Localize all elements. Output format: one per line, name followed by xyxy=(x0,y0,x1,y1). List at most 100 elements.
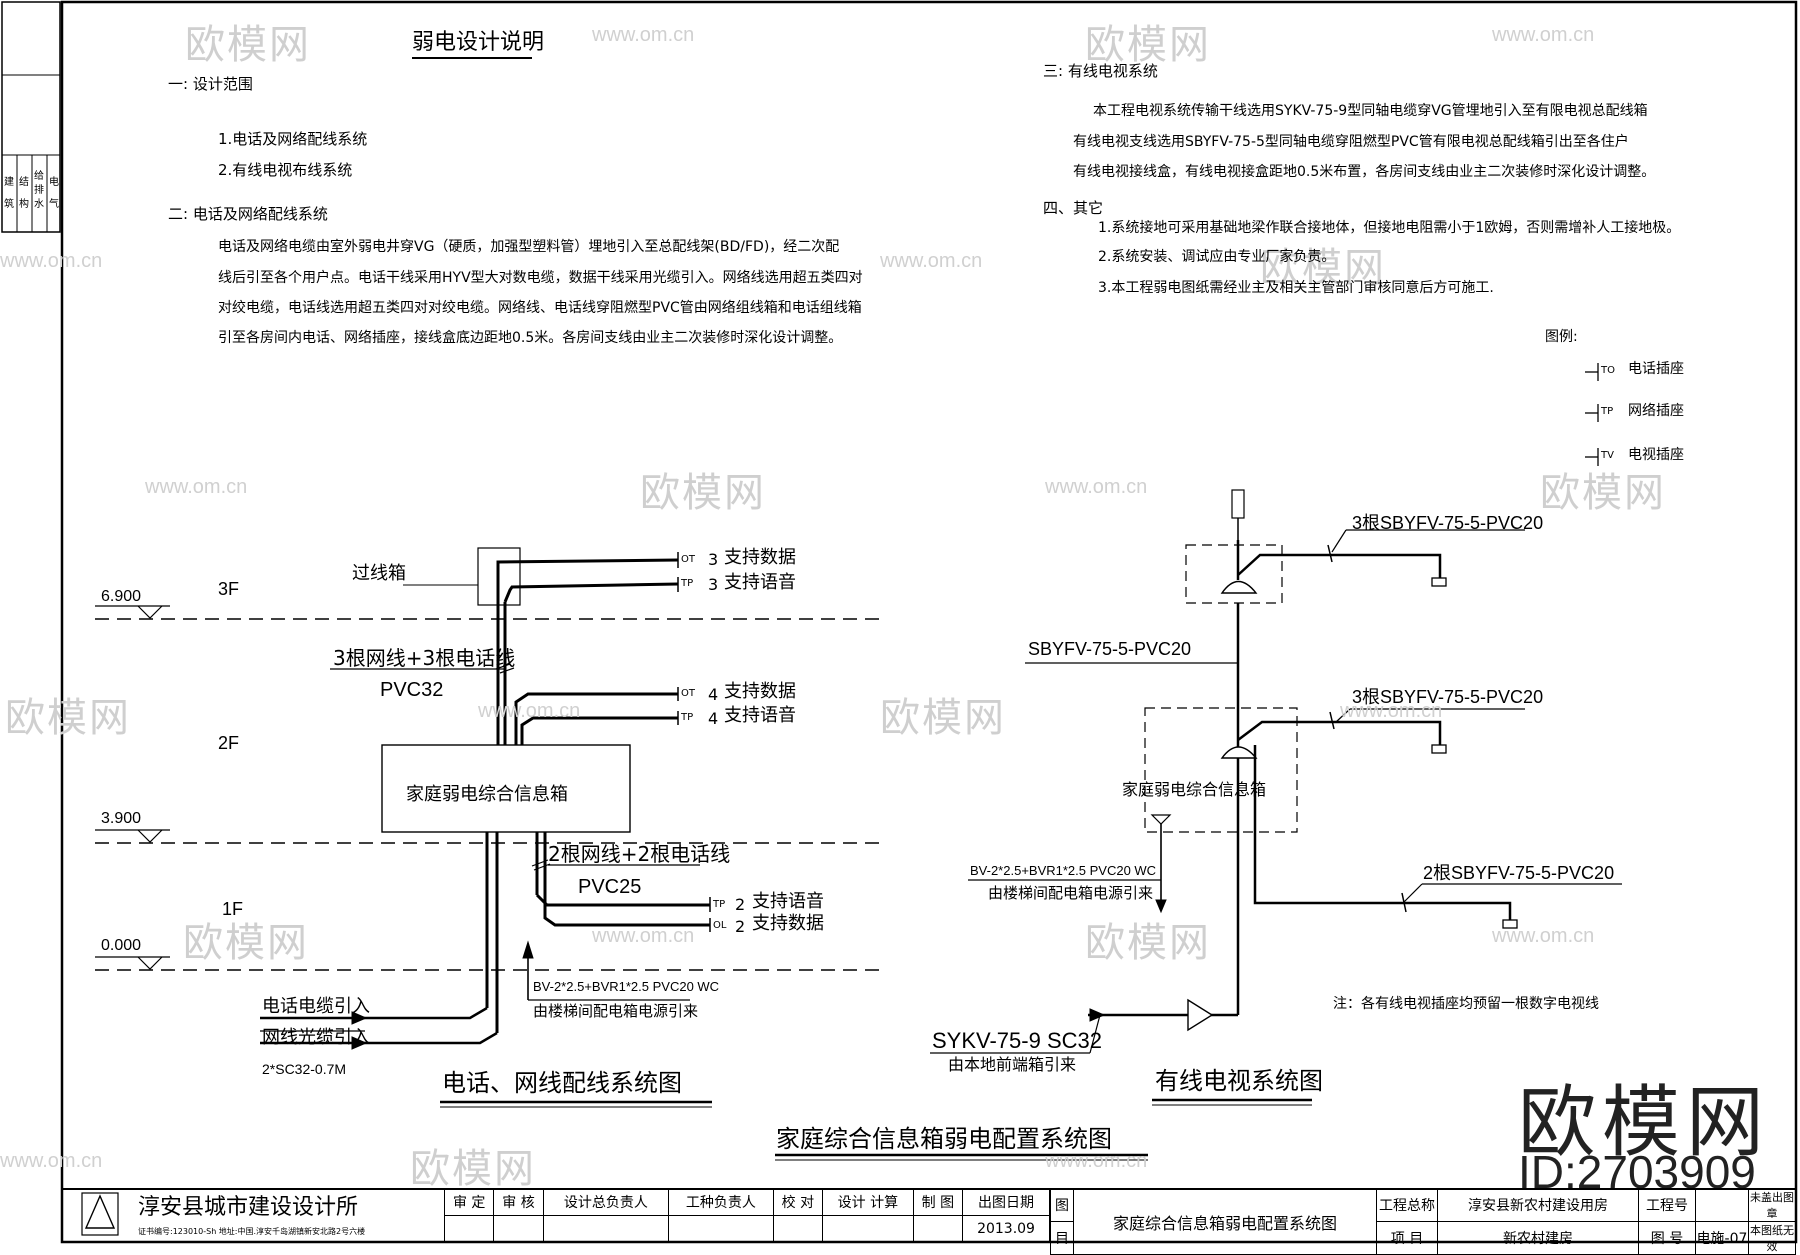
role-cell: 校 对 xyxy=(772,1188,824,1216)
col-label: 目 xyxy=(1050,1221,1074,1255)
paragraph-line: 线后引至各个用户点。电话干线采用HYV型大对数电缆，数据干线采用光缆引入。网络线… xyxy=(218,270,863,286)
power-note: 由楼梯间配电箱电源引来 xyxy=(533,1002,699,1020)
sheet-title: 家庭综合信息箱弱电配置系统图 xyxy=(1073,1188,1377,1255)
stamp-char: 筑 xyxy=(4,199,14,210)
paragraph-line: 本工程电视系统传输干线选用SYKV-75-9型同轴电缆穿VG管埋地引入至有限电视… xyxy=(1093,103,1648,119)
watermark-url: www.om.cn xyxy=(0,1150,103,1172)
stamp-char: 给 xyxy=(34,171,44,182)
info-box-label: 家庭弱电综合信息箱 xyxy=(1122,780,1267,799)
watermark-logo: 欧模网 xyxy=(1085,22,1211,68)
trunk-note: 由本地前端箱引来 xyxy=(948,1055,1077,1074)
outlet-code: TP xyxy=(681,578,694,589)
company-cert: 证书编号:123010-Sh 地址:中国.淳安千岛湖镇新安北路2号六楼 xyxy=(138,1227,366,1236)
outlet-desc: 支持语音 xyxy=(724,572,796,593)
drawing-title: 家庭综合信息箱弱电配置系统图 xyxy=(776,1125,1112,1153)
paragraph-line: 引至各房间内电话、网络插座，接线盒底边距地0.5米。各房间支线由业主二次装修时深… xyxy=(218,330,843,346)
outlet-code: TP xyxy=(713,899,726,910)
watermark-logo: 欧模网 xyxy=(1260,245,1386,291)
watermark-url: www.om.cn xyxy=(880,250,983,272)
power-note: 由楼梯间配电箱电源引来 xyxy=(988,884,1154,902)
watermark-logo: 欧模网 xyxy=(5,695,131,741)
cable-spec: 2根SBYFV-75-5-PVC20 xyxy=(1423,863,1615,883)
other-item: 3.本工程弱电图纸需经业主及相关主管部门审核同意后方可施工. xyxy=(1098,280,1494,296)
section-heading: 二: 电话及网络配线系统 xyxy=(168,205,328,223)
power-spec: BV-2*2.5+BVR1*2.5 PVC20 WC xyxy=(970,863,1157,878)
col-label: 图 xyxy=(1050,1188,1074,1222)
cable-spec: 3根网线+3根电话线 xyxy=(333,646,516,670)
scope-item: 2.有线电视布线系统 xyxy=(218,161,353,179)
legend-label: 电视插座 xyxy=(1628,447,1684,463)
diagram-caption: 有线电视系统图 xyxy=(1155,1067,1323,1095)
diagram-caption: 电话、网线配线系统图 xyxy=(442,1069,682,1097)
section-heading: 四、其它 xyxy=(1043,199,1104,217)
conduit-spec: PVC32 xyxy=(380,679,444,701)
watermark-url: www.om.cn xyxy=(0,250,103,272)
signoff-table: 审 定 审 核 设计总负责人 工种负责人 校 对 设计 计算 制 图 出图日期 … xyxy=(443,1188,1050,1243)
floor-label: 1F xyxy=(222,899,244,919)
outlet-count: 3 xyxy=(708,575,719,594)
outlet-count: 3 xyxy=(708,550,719,569)
sheet-border xyxy=(60,0,1798,1244)
role-cell: 设计 计算 xyxy=(822,1188,914,1216)
notes-title: 弱电设计说明 xyxy=(412,30,545,55)
floor-label: 2F xyxy=(218,733,240,753)
cable-spec: 3根SBYFV-75-5-PVC20 xyxy=(1352,513,1544,533)
outlet-code: TV xyxy=(1601,450,1614,461)
riser-spec: SBYFV-75-5-PVC20 xyxy=(1028,639,1192,659)
stamp-char: 电 xyxy=(49,177,59,188)
stamp-char: 构 xyxy=(19,199,29,210)
legend-title: 图例: xyxy=(1545,329,1578,345)
watermark-logo: 欧模网 xyxy=(640,470,766,516)
tv-remark: 注：各有线电视插座均预留一根数字电视线 xyxy=(1333,996,1599,1012)
other-item: 1.系统接地可采用基础地梁作联合接地体，但接地电阻需小于1欧姆，否则需增补人工接… xyxy=(1098,220,1681,236)
watermark-logo: 欧模网 xyxy=(410,1146,536,1192)
field-value: 新农村建房 xyxy=(1437,1221,1639,1255)
info-box-left xyxy=(381,744,631,833)
watermark-url: www.om.cn xyxy=(1045,1150,1148,1172)
incoming-phone: 电话电缆引入 xyxy=(262,996,370,1017)
issue-date: 2013.09 xyxy=(962,1215,1050,1243)
outlet-code: TO xyxy=(1601,365,1615,376)
elevation-label: 6.900 xyxy=(101,588,142,605)
cable-spec: 2根网线+2根电话线 xyxy=(548,842,731,866)
paragraph-line: 对绞电缆，电话线选用超五类四对对绞电缆。网络线、电话线穿阻燃型PVC管由网络组线… xyxy=(218,300,862,316)
section-heading: 三: 有线电视系统 xyxy=(1043,62,1158,80)
outlet-code: OT xyxy=(681,554,695,565)
trunk-spec: SYKV-75-9 SC32 xyxy=(932,1028,1102,1053)
stamp-char: 排 xyxy=(34,185,44,196)
floor-label: 3F xyxy=(218,579,240,599)
incoming-network: 网线光缆引入 xyxy=(262,1027,370,1048)
power-spec: BV-2*2.5+BVR1*2.5 PVC20 WC xyxy=(533,979,720,994)
outlet-code: TP xyxy=(681,712,694,723)
watermark-logo: 欧模网 xyxy=(1540,470,1666,516)
outlet-desc: 支持数据 xyxy=(724,547,796,568)
outlet-count: 2 xyxy=(735,917,746,936)
outlet-desc: 支持数据 xyxy=(752,913,824,934)
role-cell: 制 图 xyxy=(912,1188,964,1216)
outlet-desc: 支持语音 xyxy=(752,891,824,912)
watermark-url: www.om.cn xyxy=(592,24,695,46)
outlet-count: 4 xyxy=(708,709,719,728)
role-cell: 工种负责人 xyxy=(668,1188,774,1216)
watermark-logo: 欧模网 xyxy=(183,920,309,966)
watermark-logo: 欧模网 xyxy=(880,695,1006,741)
watermark-url: www.om.cn xyxy=(1340,700,1443,722)
watermark-url: www.om.cn xyxy=(592,925,695,947)
role-cell: 出图日期 xyxy=(962,1188,1050,1216)
outlet-code: OT xyxy=(681,688,695,699)
incoming-conduit: 2*SC32-0.7M xyxy=(262,1061,347,1077)
watermark-url: www.om.cn xyxy=(478,700,581,722)
outlet-desc: 支持语音 xyxy=(724,705,796,726)
conduit-spec: PVC25 xyxy=(578,876,642,898)
stamp-char: 建 xyxy=(4,177,14,188)
legend-label: 网络插座 xyxy=(1628,403,1684,419)
elevation-label: 3.900 xyxy=(101,810,142,827)
scope-item: 1.电话及网络配线系统 xyxy=(218,130,368,148)
info-box-label: 家庭弱电综合信息箱 xyxy=(406,784,568,805)
stamp-char: 结 xyxy=(19,177,29,188)
paragraph-line: 有线电视支线选用SBYFV-75-5型同轴电缆穿阻燃型PVC管有限电视总配线箱引… xyxy=(1073,134,1629,150)
legend-label: 电话插座 xyxy=(1628,361,1684,377)
role-cell: 审 核 xyxy=(493,1188,544,1216)
paragraph-line: 电话及网络电缆由室外弱电井穿VG（硬质，加强型塑料管）埋地引入至总配线架(BD/… xyxy=(218,239,840,255)
